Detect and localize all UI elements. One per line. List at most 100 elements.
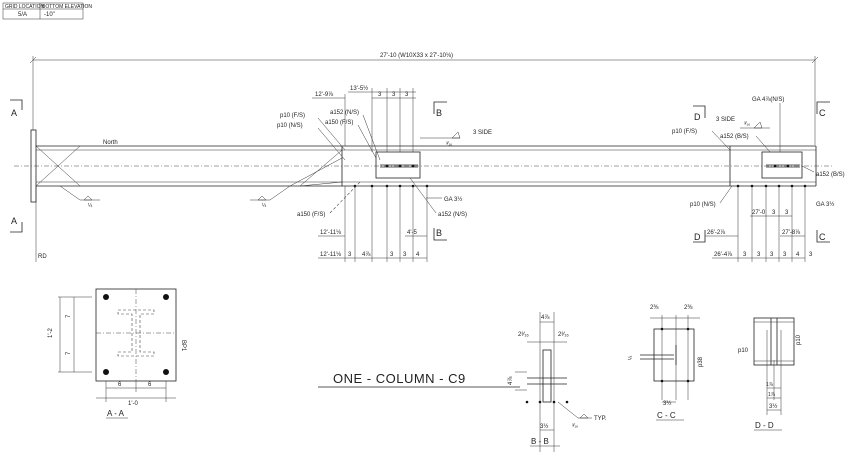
aa-h2: 7 <box>66 351 72 355</box>
callout-p10-ns-right: p10 (N/S) <box>690 202 716 208</box>
space-mid-5: 4 <box>416 252 420 258</box>
grid-location-header: GRID LOCATION <box>5 4 44 10</box>
aa-plate-mark: BP1 <box>180 340 186 352</box>
dim-13-5: 13'-5½ <box>350 85 368 92</box>
bb-side: 4⅞ <box>508 376 514 385</box>
space-right-8: 3 <box>809 252 813 258</box>
section-cc: 2⅜ 2⅜ p38 ¼ 3½ C - C <box>628 305 704 421</box>
bb-typ: TYP. <box>594 416 607 422</box>
space-top-2: 3 <box>392 92 396 98</box>
dim-27-0: 27'-0 <box>752 210 766 216</box>
aa-w2: 6 <box>148 382 152 388</box>
cc-weld: ¼ <box>628 355 634 360</box>
section-bb: 4⅞ 2³⁄₁₆ 2³⁄₁₆ 4⅞ 3½ ³⁄₁₆ TYP. B - B <box>508 312 607 452</box>
rd-label: RD <box>38 254 47 260</box>
dim-26-4: 26'-4⅞ <box>714 252 733 258</box>
callout-a152-ns-bottom: a152 (N/S) <box>438 212 467 218</box>
grid-table: GRID LOCATION BOTTOM ELEVATION 5/A -10" <box>2 2 92 20</box>
section-dd: p10 p10 1⅞ 1⅞ 3½ D - D <box>738 317 802 431</box>
callouts-mid: p10 (F/S) p10 (N/S) a152 (N/S) a150 (F/S… <box>277 110 492 218</box>
bolt-holes <box>353 164 807 188</box>
bb-right: 2³⁄₁₆ <box>558 332 569 338</box>
title-text: ONE - COLUMN - C9 <box>333 371 466 386</box>
dd-p10-right: p10 <box>796 334 802 345</box>
space-right-7: 3 <box>783 252 787 258</box>
section-a-top: A <box>11 108 17 118</box>
cc-bottom: 3½ <box>663 400 671 407</box>
aa-w1: 6 <box>118 382 122 388</box>
weld-size-3side-right: ³⁄₁₆ <box>744 121 751 127</box>
space-right-5: 3 <box>770 252 774 258</box>
dd-bottom: 3½ <box>769 403 777 410</box>
weld-size-3side: ³⁄₁₆ <box>446 141 453 147</box>
callout-3side-right: 3 SIDE <box>716 117 735 123</box>
weld-symbols: ¼ ¼ ³⁄₁₆ ³⁄₁₆ <box>59 121 770 209</box>
callout-a152-bs: a152 (B/S) <box>720 134 749 140</box>
dim-12-11-a: 12'-11⅛ <box>320 230 342 236</box>
space-top-1: 3 <box>378 92 382 98</box>
callout-p10-fs-right: p10 (F/S) <box>672 129 697 135</box>
aa-h-total: 1'-2 <box>48 328 54 338</box>
bb-top: 4⅞ <box>541 315 550 321</box>
dd-d1: 1⅞ <box>766 382 774 388</box>
right-connection-plate <box>761 151 803 179</box>
cc-left: 2⅜ <box>650 305 659 311</box>
bb-bottom: 3½ <box>540 423 548 430</box>
column-elevation: North RD <box>14 129 832 262</box>
dim-26-2: 26'-2⅞ <box>707 230 726 236</box>
section-b-top: B <box>436 108 442 118</box>
section-a-bottom: A <box>11 216 17 226</box>
dim-12-11-b: 12'-11⅛ <box>320 252 342 258</box>
cc-label: C - C <box>657 411 676 420</box>
cc-plate: p38 <box>698 356 704 367</box>
dd-label: D - D <box>755 421 774 430</box>
callouts-right: GA 4⅞(N/S) 3 SIDE p10 (F/S) a152 (B/S) a… <box>672 97 845 208</box>
space-mid-1: 3 <box>348 252 352 258</box>
section-b-bottom: B <box>436 228 442 238</box>
dim-27-8: 27'-8⅞ <box>782 230 801 236</box>
cc-right: 2⅜ <box>684 305 693 311</box>
dim-12-9: 12'-9⅞ <box>315 92 334 98</box>
bb-left: 2³⁄₁₆ <box>518 332 529 338</box>
callout-ga: GA 3½ <box>444 196 462 203</box>
mid-connection-plate <box>375 151 421 179</box>
bb-weld: ³⁄₁₆ <box>572 423 579 429</box>
aa-w-total: 1'-0 <box>128 401 138 407</box>
callout-ga-top: GA 4⅞(N/S) <box>752 97 784 103</box>
section-c-bottom: C <box>819 232 826 242</box>
callout-a152-bs-right: a152 (B/S) <box>816 172 845 178</box>
bottom-dimensions-right: 27'-0 26'-2⅞ 27'-8⅞ 26'-4⅞ 3 3 3 3 3 4 3… <box>705 186 813 262</box>
space-right-6: 4 <box>796 252 800 258</box>
space-mid-2: 4⅞ <box>362 252 371 258</box>
overall-length: 27'-10 (W10X33 x 27'-10⅛) <box>380 53 453 59</box>
drawing-title: ONE - COLUMN - C9 <box>318 371 520 388</box>
bottom-elevation-header: BOTTOM ELEVATION <box>42 4 92 10</box>
section-aa: 1'-2 7 7 BP1 6 6 1'-0 A - A <box>48 288 186 419</box>
bb-label: B - B <box>531 437 549 446</box>
bottom-elevation-value: -10" <box>44 12 55 18</box>
grid-location-value: 5/A <box>18 12 27 18</box>
space-right-1: 3 <box>772 210 776 216</box>
weld-size-left: ¼ <box>88 203 93 209</box>
callout-3side: 3 SIDE <box>473 130 492 136</box>
callout-p10-fs: p10 (F/S) <box>280 113 305 119</box>
overall-dimension: 27'-10 (W10X33 x 27'-10⅛) <box>29 53 819 145</box>
space-mid-4: 3 <box>403 252 407 258</box>
space-top-3: 3 <box>405 92 409 98</box>
callout-a150-fs-bottom: a150 (F/S) <box>297 212 325 218</box>
space-right-2: 3 <box>785 210 789 216</box>
section-markers: A A B B D D C C <box>10 99 830 243</box>
space-right-4: 3 <box>757 252 761 258</box>
dim-4-5: 4'-5 <box>407 230 417 236</box>
aa-label: A - A <box>107 409 125 418</box>
bottom-dimensions-mid: 12'-11⅛ 12'-11⅛ 4'-5 3 4⅞ 3 3 4 <box>318 186 428 262</box>
callout-a152-ns: a152 (N/S) <box>330 110 359 116</box>
section-d-bottom: D <box>694 232 701 242</box>
top-dimensions-mid: 12'-9⅞ 13'-5½ 3 3 3 <box>312 85 416 152</box>
callout-p10-ns: p10 (N/S) <box>277 123 303 129</box>
callout-ga-right: GA 3½ <box>816 201 834 208</box>
column-outline-hidden <box>117 309 155 357</box>
dd-p10-left: p10 <box>738 348 749 354</box>
section-c-top: C <box>819 108 826 118</box>
